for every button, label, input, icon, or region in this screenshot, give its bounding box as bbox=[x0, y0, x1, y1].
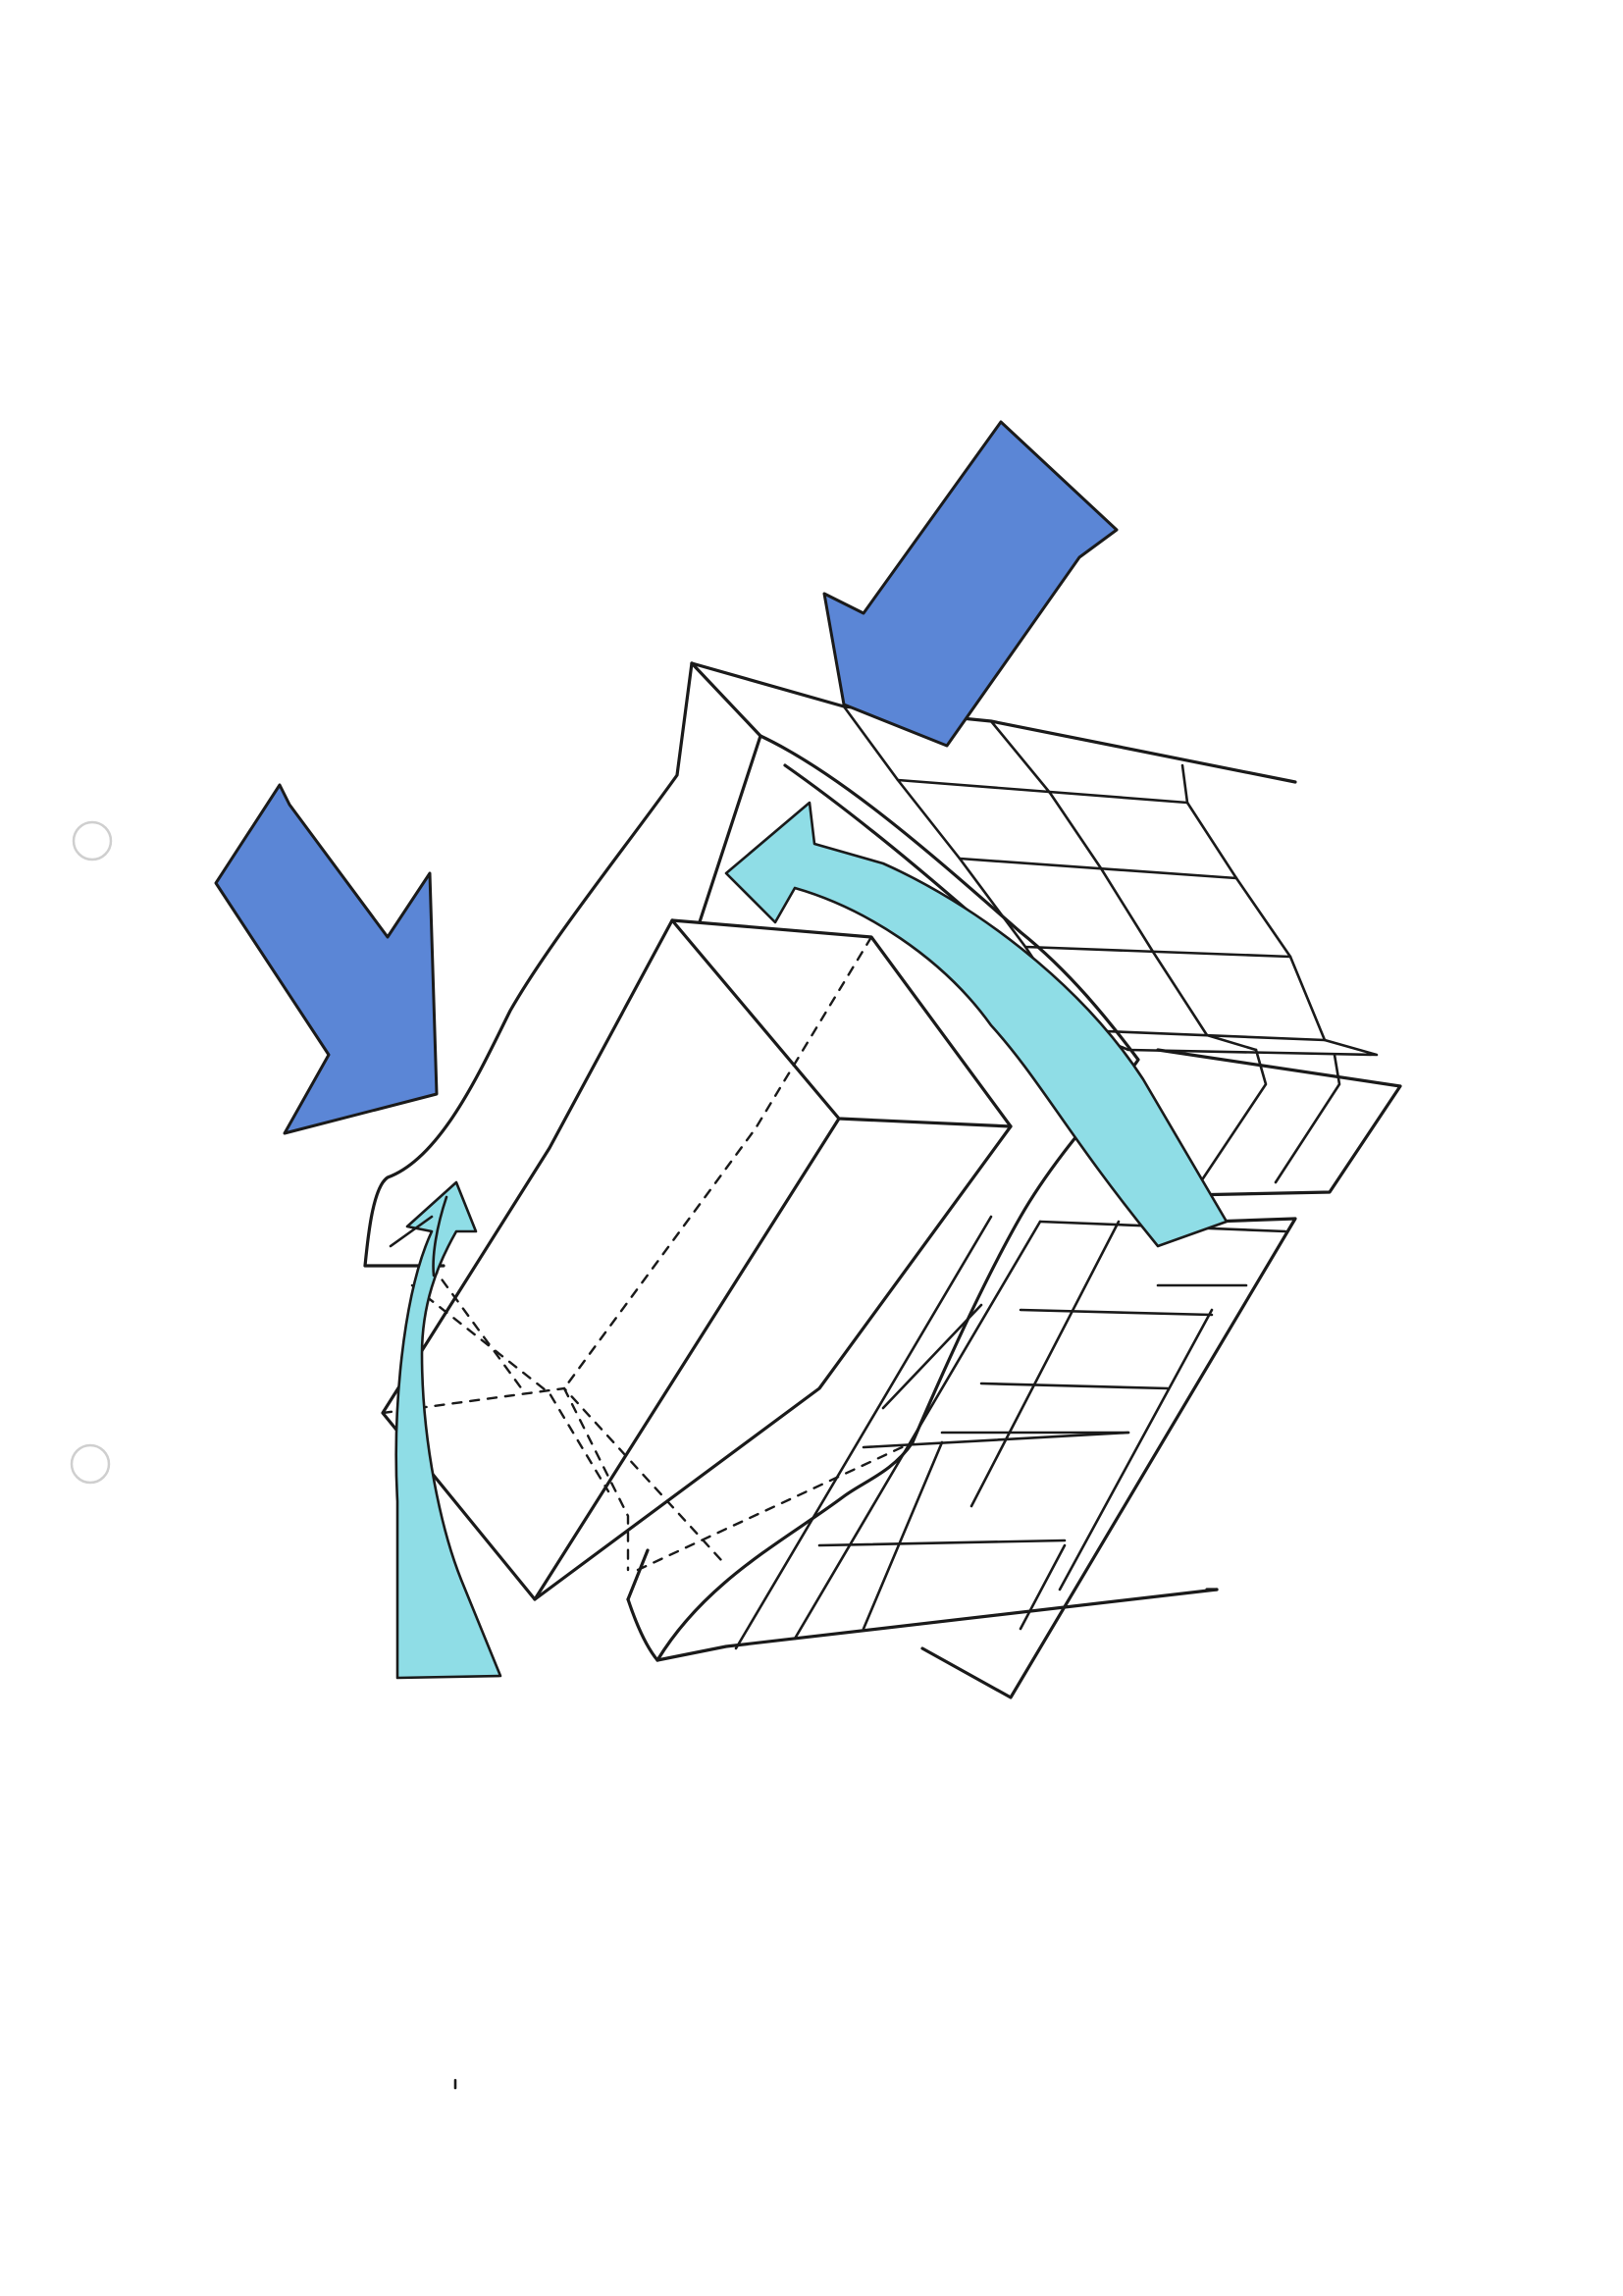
punch-hole-upper bbox=[72, 820, 113, 861]
arrow-up-icon bbox=[394, 1180, 502, 1680]
facade-bottom-edge bbox=[655, 1588, 1219, 1662]
inner-box-front-edge bbox=[533, 1117, 841, 1601]
facade-lower-right-edge bbox=[920, 1217, 1297, 1699]
mass-bottom-curve bbox=[655, 1440, 915, 1662]
mass-front-curve bbox=[759, 734, 1140, 1444]
curved-arrow-up-icon bbox=[724, 801, 1229, 1248]
facade-upper-right-edge bbox=[1156, 1048, 1402, 1197]
punch-hole-lower bbox=[70, 1443, 111, 1485]
mass-left-outline bbox=[363, 661, 694, 1268]
inner-box-outline bbox=[381, 918, 1013, 1601]
hidden-edge-back bbox=[562, 935, 873, 1390]
arrow-down-left-icon bbox=[822, 420, 1119, 748]
hidden-edge-left bbox=[410, 1283, 610, 1493]
incoming-arrows bbox=[214, 420, 1119, 1135]
airflow-arrows bbox=[389, 801, 1229, 1680]
arrow-down-right-icon bbox=[214, 783, 439, 1135]
inner-volume-box bbox=[381, 918, 1013, 1601]
